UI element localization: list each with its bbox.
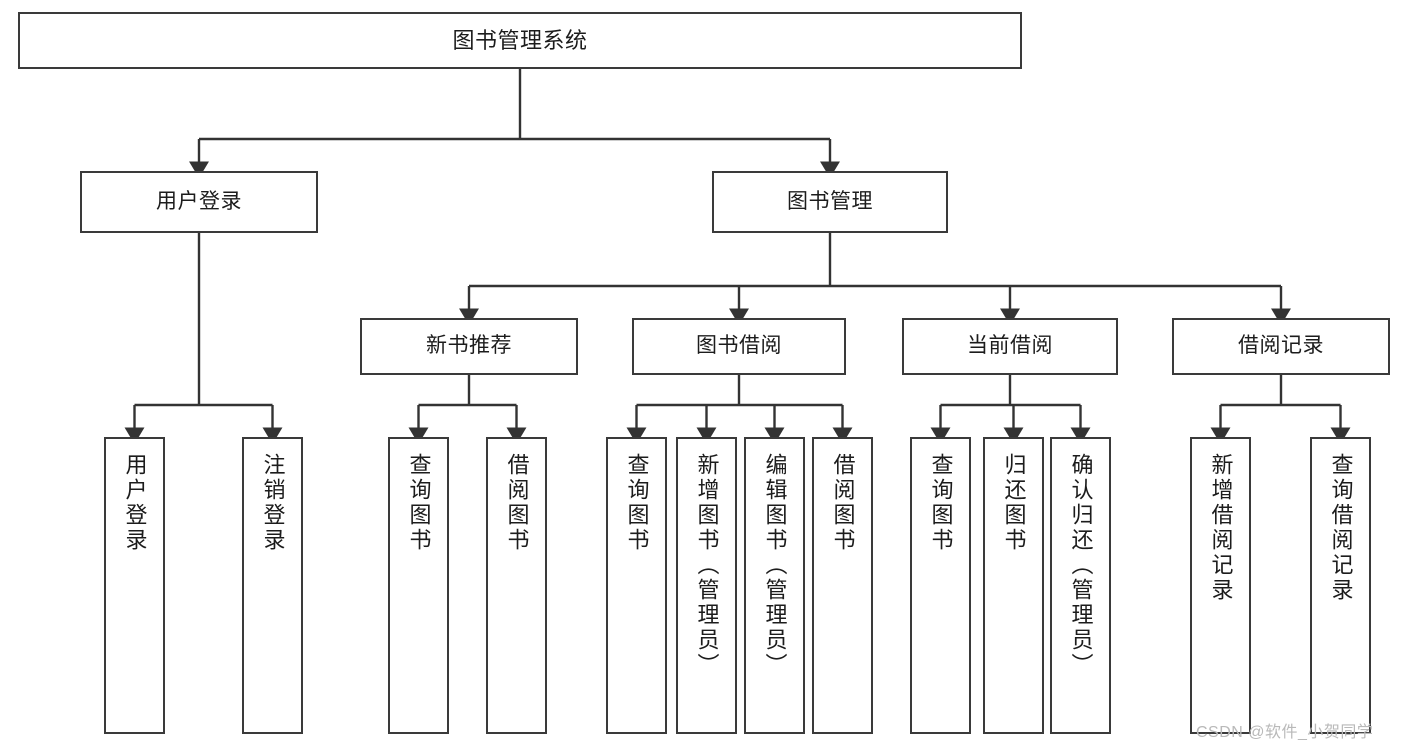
node-label: 查询借阅记录 <box>1328 453 1354 603</box>
node-label: 新增借阅记录 <box>1208 453 1234 603</box>
node-leaf-cur-query[interactable]: 查询图书 <box>910 437 971 734</box>
node-new-book-rec[interactable]: 新书推荐 <box>360 318 578 375</box>
node-label: 注销登录 <box>260 453 286 553</box>
node-root[interactable]: 图书管理系统 <box>18 12 1022 69</box>
node-leaf-borrow-edit[interactable]: 编辑图书（管理员） <box>744 437 805 734</box>
node-leaf-rec-borrow[interactable]: 借阅图书 <box>486 437 547 734</box>
node-label: 查询图书 <box>928 453 954 553</box>
node-label: 借阅图书 <box>504 453 530 553</box>
node-leaf-rec-add[interactable]: 新增借阅记录 <box>1190 437 1251 734</box>
node-leaf-borrow-lend[interactable]: 借阅图书 <box>812 437 873 734</box>
node-label: 查询图书 <box>406 453 432 553</box>
node-label: 图书借阅 <box>696 334 782 358</box>
node-book-manage[interactable]: 图书管理 <box>712 171 948 233</box>
node-leaf-borrow-query[interactable]: 查询图书 <box>606 437 667 734</box>
node-leaf-user-login[interactable]: 用户登录 <box>104 437 165 734</box>
node-label: 用户登录 <box>122 453 148 553</box>
node-leaf-cur-confirm[interactable]: 确认归还（管理员） <box>1050 437 1111 734</box>
node-book-borrow[interactable]: 图书借阅 <box>632 318 846 375</box>
node-label: 用户登录 <box>156 189 242 213</box>
node-leaf-user-logout[interactable]: 注销登录 <box>242 437 303 734</box>
node-label: 确认归还（管理员） <box>1068 453 1094 678</box>
node-current-borrow[interactable]: 当前借阅 <box>902 318 1118 375</box>
node-label: 编辑图书（管理员） <box>762 453 788 678</box>
node-leaf-cur-return[interactable]: 归还图书 <box>983 437 1044 734</box>
node-borrow-record[interactable]: 借阅记录 <box>1172 318 1390 375</box>
node-label: 借阅记录 <box>1238 334 1324 358</box>
node-leaf-rec-query[interactable]: 查询图书 <box>388 437 449 734</box>
node-leaf-borrow-add[interactable]: 新增图书（管理员） <box>676 437 737 734</box>
node-label: 新书推荐 <box>426 334 512 358</box>
node-label: 当前借阅 <box>967 334 1053 358</box>
csdn-watermark: CSDN @软件_小贺同学 <box>1196 724 1374 741</box>
node-label: 图书管理系统 <box>452 27 588 53</box>
node-label: 图书管理 <box>787 189 873 213</box>
node-user-login[interactable]: 用户登录 <box>80 171 318 233</box>
node-label: 借阅图书 <box>830 453 856 553</box>
node-label: 归还图书 <box>1001 453 1027 553</box>
node-label: 查询图书 <box>624 453 650 553</box>
node-label: 新增图书（管理员） <box>694 453 720 678</box>
node-leaf-rec-search[interactable]: 查询借阅记录 <box>1310 437 1371 734</box>
